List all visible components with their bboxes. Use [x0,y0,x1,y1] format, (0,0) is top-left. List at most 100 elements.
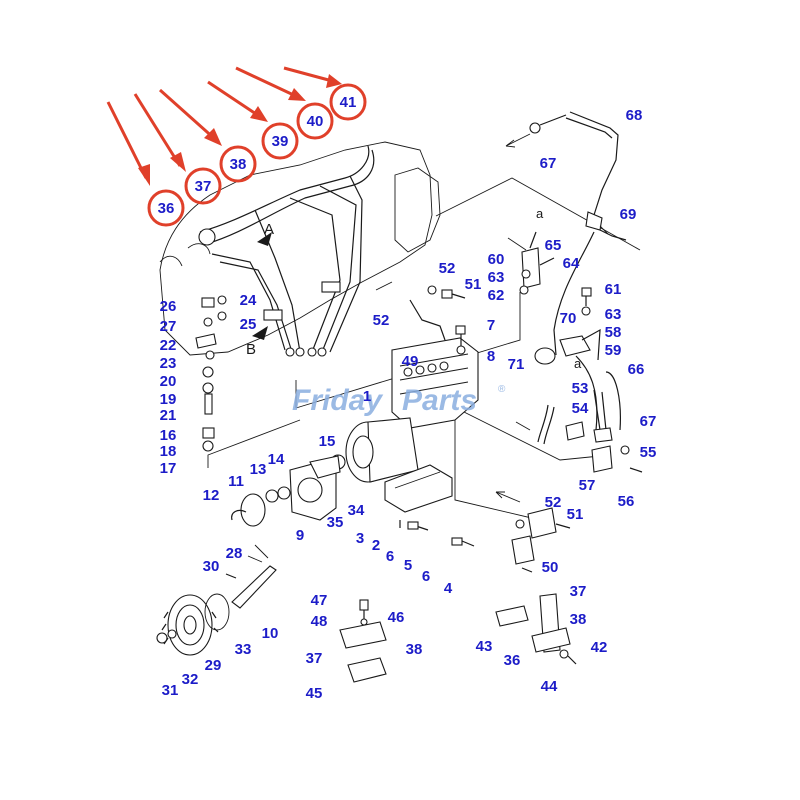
part-label-37: 37 [306,650,323,667]
part-label-59: 59 [605,342,622,359]
part-label-44: 44 [541,678,558,695]
part-label-31: 31 [162,682,179,699]
part-label-30: 30 [203,558,220,575]
part-label-68: 68 [626,107,643,124]
part-label-52: 52 [373,312,390,329]
part-label-36: 36 [504,652,521,669]
part-label-32: 32 [182,671,199,688]
part-label-66: 66 [628,361,645,378]
part-label-43: 43 [476,638,493,655]
part-label-17: 17 [160,460,177,477]
part-label-71: 71 [508,356,525,373]
part-label-56: 56 [618,493,635,510]
view-letter-a: A [264,221,274,238]
highlight-circle-40 [296,102,334,140]
part-label-18: 18 [160,443,177,460]
part-label-64: 64 [563,255,580,272]
part-label-63: 63 [488,269,505,286]
view-letters: A B a a [246,206,582,371]
part-label-37: 37 [570,583,587,600]
part-label-9: 9 [296,527,304,544]
part-label-55: 55 [640,444,657,461]
view-letter-b: B [246,341,256,358]
part-label-47: 47 [311,592,328,609]
part-label-10: 10 [262,625,279,642]
part-label-1: 1 [363,388,371,405]
part-label-26: 26 [160,298,177,315]
part-label-12: 12 [203,487,220,504]
part-label-48: 48 [311,613,328,630]
part-label-22: 22 [160,337,177,354]
ref-letter-a-lower: a [574,356,582,371]
part-label-67: 67 [540,155,557,172]
part-label-50: 50 [542,559,559,576]
part-label-28: 28 [226,545,243,562]
part-label-3: 3 [356,530,364,547]
part-label-49: 49 [402,353,419,370]
part-label-69: 69 [620,206,637,223]
part-label-38: 38 [406,641,423,658]
part-label-24: 24 [240,292,257,309]
part-label-65: 65 [545,237,562,254]
part-label-21: 21 [160,407,177,424]
part-label-42: 42 [591,639,608,656]
highlighted-part-label-41: 41 [340,94,357,111]
part-label-25: 25 [240,316,257,333]
highlighted-part-label-39: 39 [272,133,289,150]
part-label-33: 33 [235,641,252,658]
part-label-62: 62 [488,287,505,304]
highlight-circle-37 [184,167,222,205]
part-label-8: 8 [487,348,495,365]
part-label-35: 35 [327,514,344,531]
highlighted-part-label-38: 38 [230,156,247,173]
part-label-52: 52 [545,494,562,511]
watermark-registered-mark: ® [498,384,506,395]
highlighted-part-label-40: 40 [307,113,324,130]
diagram-linework [106,66,643,683]
highlighted-labels: 36 37 38 39 40 41 [147,83,367,227]
part-label-51: 51 [567,506,584,523]
part-label-58: 58 [605,324,622,341]
part-label-5: 5 [404,557,412,574]
watermark: Friday Parts ® [292,384,506,417]
highlight-circle-39 [261,122,299,160]
part-label-11: 11 [228,473,244,490]
part-label-34: 34 [348,502,365,519]
part-label-6: 6 [422,568,430,585]
highlighted-part-label-37: 37 [195,178,212,195]
highlight-circle-38 [219,145,257,183]
part-label-60: 60 [488,251,505,268]
part-label-23: 23 [160,355,177,372]
part-label-45: 45 [306,685,323,702]
watermark-text-friday: Friday [292,384,383,417]
highlight-circle-36 [147,189,185,227]
highlight-arrows [106,66,342,186]
part-label-54: 54 [572,400,589,417]
part-label-38: 38 [570,611,587,628]
part-label-53: 53 [572,380,589,397]
part-label-27: 27 [160,318,177,335]
highlighted-part-label-36: 36 [158,200,175,217]
part-label-61: 61 [605,281,622,298]
part-label-15: 15 [319,433,336,450]
part-label-19: 19 [160,391,177,408]
part-label-2: 2 [372,537,380,554]
part-label-14: 14 [268,451,285,468]
part-label-4: 4 [444,580,453,597]
part-label-51: 51 [465,276,482,293]
part-label-6: 6 [386,548,394,565]
part-label-67: 67 [640,413,657,430]
part-label-52: 52 [439,260,456,277]
highlight-circle-41 [329,83,367,121]
part-label-57: 57 [579,477,596,494]
part-label-7: 7 [487,317,495,334]
part-label-13: 13 [250,461,267,478]
part-label-16: 16 [160,427,177,444]
part-label-46: 46 [388,609,405,626]
part-label-29: 29 [205,657,222,674]
watermark-text-parts: Parts [402,384,477,417]
part-label-70: 70 [560,310,577,327]
ref-letter-a-upper: a [536,206,544,221]
